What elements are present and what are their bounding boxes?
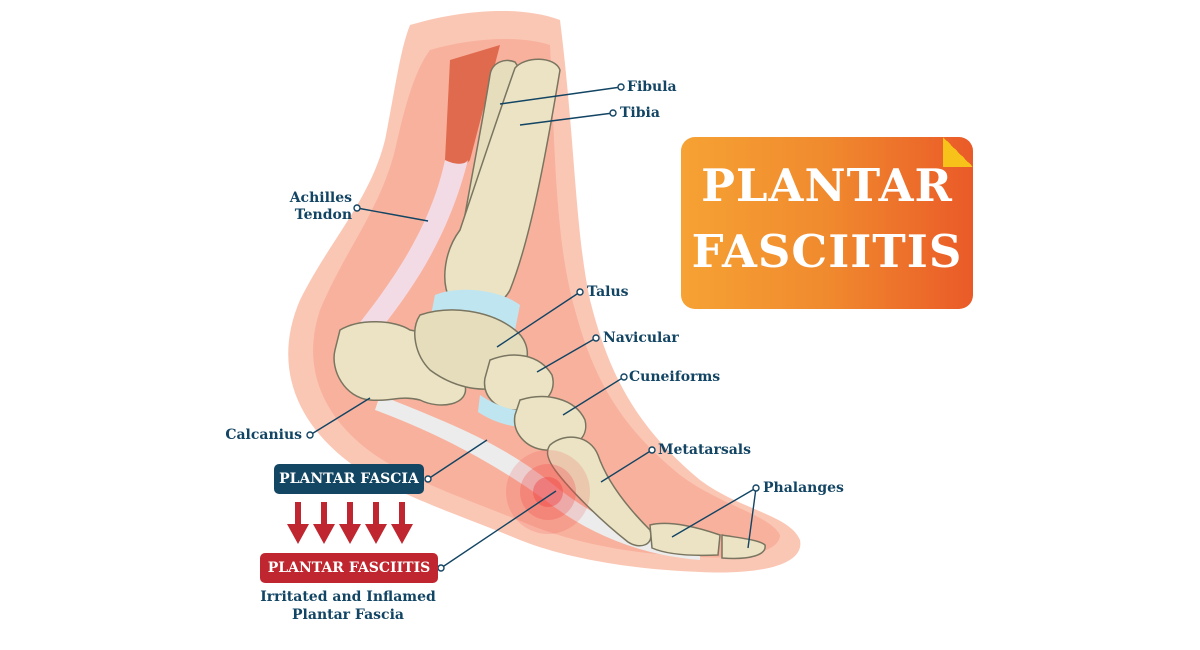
downward-arrows xyxy=(287,502,413,544)
title-line-2: FASCIITIS xyxy=(691,225,963,278)
caption-line2: Plantar Fascia xyxy=(292,607,404,623)
inflamed-caption: Irritated and Inflamed Plantar Fascia xyxy=(248,588,448,624)
inflammation-outer xyxy=(506,450,590,534)
proximal-phalanx xyxy=(649,522,721,557)
title-line-1: PLANTAR xyxy=(701,159,953,212)
plantar-fascia-box: PLANTAR FASCIA xyxy=(274,464,424,494)
label-cuneiforms: Cuneiforms xyxy=(629,369,721,385)
label-fibula: Fibula xyxy=(627,79,677,95)
arrow-down-icon xyxy=(313,502,335,544)
inflammation-core xyxy=(533,477,563,507)
arrow-down-icon xyxy=(391,502,413,544)
title-card: PLANTAR FASCIITIS xyxy=(681,137,973,309)
label-tibia: Tibia xyxy=(620,105,660,121)
arrow-down-icon xyxy=(287,502,309,544)
arrow-down-icon xyxy=(339,502,361,544)
plantar-fasciitis-box: PLANTAR FASCIITIS xyxy=(260,553,438,583)
label-achilles-line1: Achilles xyxy=(289,190,352,206)
label-achilles-line2: Tendon xyxy=(294,207,352,223)
calf-muscle xyxy=(445,45,500,168)
label-calcanius: Calcanius xyxy=(225,427,302,443)
corner-fold xyxy=(943,137,973,167)
distal-phalanx xyxy=(721,534,766,560)
label-phalanges: Phalanges xyxy=(763,480,844,496)
achilles-tendon xyxy=(350,160,468,335)
label-navicular: Navicular xyxy=(603,330,679,346)
label-achilles-tendon: Achilles Tendon xyxy=(282,190,352,224)
metatarsal-bone xyxy=(546,436,652,547)
plantar-fascia-band xyxy=(375,395,700,560)
label-metatarsals: Metatarsals xyxy=(658,442,752,458)
arrow-down-icon xyxy=(365,502,387,544)
label-talus: Talus xyxy=(587,284,629,300)
caption-line1: Irritated and Inflamed xyxy=(260,589,436,605)
